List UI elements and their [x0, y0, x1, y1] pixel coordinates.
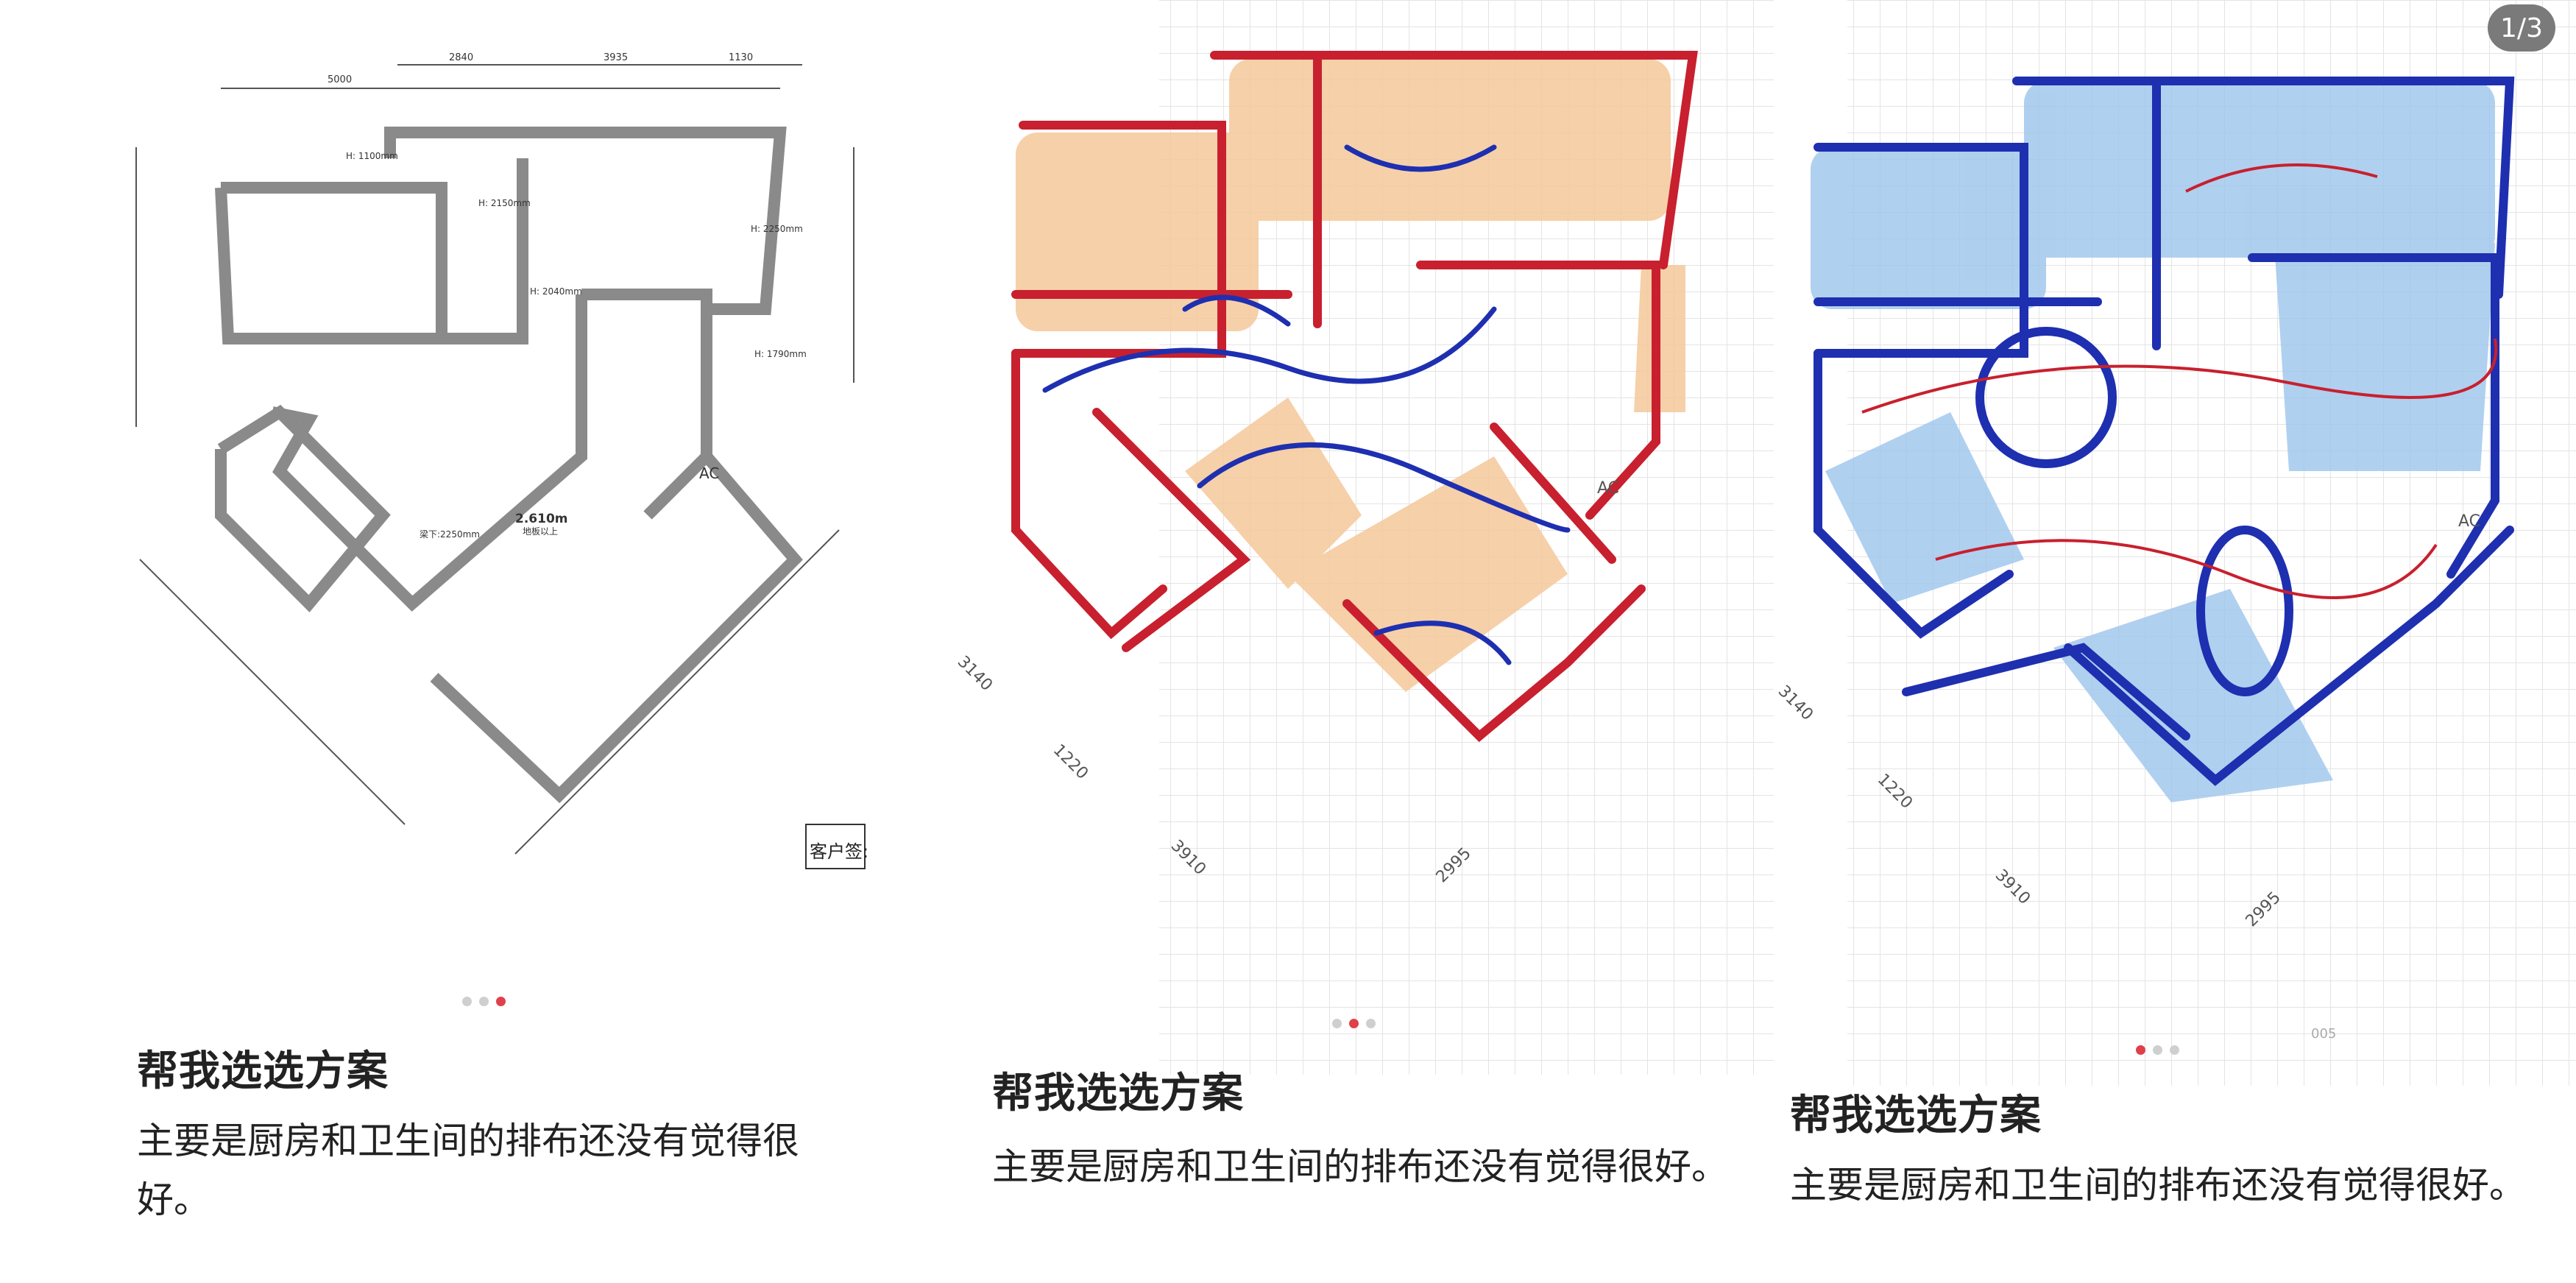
post-description-2: 主要是厨房和卫生间的排布还没有觉得很好。: [992, 1145, 1728, 1188]
indicator-dot: [462, 997, 472, 1006]
post-description-3: 主要是厨房和卫生间的排布还没有觉得很好。: [1790, 1164, 2526, 1206]
indicator-dot: [479, 997, 489, 1006]
image-indicator-1: [462, 997, 506, 1008]
floor-plan-image-1[interactable]: 5000 2840 3935 1130 H: 1100mm H: 2150mm …: [0, 0, 905, 1001]
indicator-dot-active: [1349, 1019, 1359, 1028]
post-description-1: 主要是厨房和卫生间的排布还没有觉得很好。: [137, 1120, 799, 1221]
post-card-1[interactable]: 5000 2840 3935 1130 H: 1100mm H: 2150mm …: [0, 0, 905, 1283]
ac-label: AC: [2458, 512, 2480, 531]
image-indicator-2: [1332, 1019, 1376, 1031]
image-indicator-3: [2136, 1045, 2179, 1057]
ac-label: AC: [1597, 479, 1619, 498]
dim-label: 3140: [954, 653, 996, 695]
image-counter-badge: 1/3: [2488, 4, 2555, 52]
beam-label: 梁下:2250mm: [420, 529, 480, 540]
h-label-2: H: 2150mm: [478, 198, 531, 208]
floor-plan-image-2[interactable]: AC 3140 1220 3910 2995: [905, 0, 1774, 1082]
dim-top-3: 3935: [604, 52, 628, 63]
ceiling-note: 地板以上: [523, 526, 558, 537]
post-title-2[interactable]: 帮我选选方案: [992, 1070, 1244, 1117]
dim-top-4: 1130: [729, 52, 753, 63]
dim-label: 1220: [1050, 741, 1091, 783]
indicator-dot-active: [496, 997, 506, 1006]
dim-label: 3140: [1774, 682, 1816, 724]
indicator-dot: [1366, 1019, 1376, 1028]
post-title-1[interactable]: 帮我选选方案: [137, 1047, 389, 1095]
h-label-1: H: 1100mm: [346, 151, 398, 161]
h-label-4: H: 2250mm: [751, 224, 803, 234]
indicator-dot: [1332, 1019, 1342, 1028]
indicator-dot: [2153, 1045, 2162, 1055]
ceiling-height: 2.610m: [515, 512, 568, 526]
post-card-2[interactable]: AC 3140 1220 3910 2995 帮我选选方案 主要是厨房和卫生间的…: [905, 0, 1774, 1283]
floor-plan-image-3[interactable]: AC 3140 1220 3910 2995 005: [1774, 0, 2576, 1089]
h-label-5: H: 1790mm: [754, 349, 807, 359]
dim-top-1: 5000: [328, 74, 352, 85]
post-title-3[interactable]: 帮我选选方案: [1790, 1092, 2042, 1139]
client-sign-label: 客户签:: [810, 841, 868, 862]
dim-top-2: 2840: [449, 52, 473, 63]
indicator-dot: [2170, 1045, 2179, 1055]
ac-label: AC: [699, 464, 719, 482]
indicator-dot-active: [2136, 1045, 2145, 1055]
page-number: 005: [2311, 1026, 2336, 1042]
post-card-3[interactable]: AC 3140 1220 3910 2995 005 1/3 帮我选选方案 主要…: [1774, 0, 2576, 1283]
h-label-3: H: 2040mm: [530, 286, 582, 297]
